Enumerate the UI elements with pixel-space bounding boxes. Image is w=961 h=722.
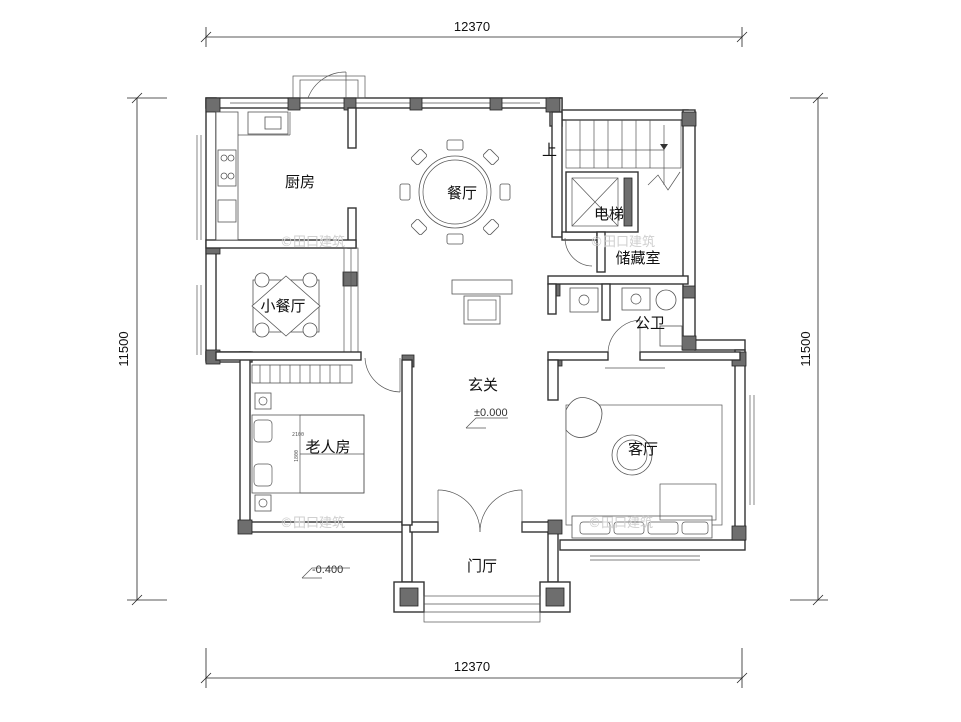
dimension-left: 11500 [116, 92, 167, 606]
room-label-storage: 储藏室 [615, 249, 660, 267]
room-labels: 厨房 餐厅 电梯 储藏室 小餐厅 公卫 玄关 老人房 客厅 门厅 [260, 173, 665, 575]
bed-length-label: 1800 [294, 450, 300, 462]
level-main-text: ±0.000 [474, 407, 508, 419]
level-marker-entry: -0.400 [301, 564, 350, 579]
living-room-furniture [565, 397, 723, 539]
room-label-elder-room: 老人房 [305, 438, 350, 456]
dimension-top-text: 12370 [454, 19, 490, 34]
bathroom-fixtures [569, 287, 683, 347]
room-label-living: 客厅 [628, 440, 658, 458]
dimension-bottom: 12370 [200, 648, 748, 688]
bed-width-label: 2100 [292, 432, 304, 438]
dimension-top: 12370 [200, 19, 748, 47]
doors [307, 71, 641, 533]
foyer-console [451, 279, 513, 325]
dining-table [399, 139, 511, 245]
watermark-1: ©田口建筑 [280, 234, 345, 250]
room-label-dining: 餐厅 [447, 184, 477, 202]
small-dining-table [251, 272, 321, 338]
room-label-bathroom: 公卫 [635, 314, 665, 332]
kitchen-fixtures [215, 111, 291, 241]
staircase: 上 [542, 119, 682, 191]
stair-up-label: 上 [542, 141, 557, 159]
dimension-left-text: 11500 [116, 331, 131, 366]
interior-walls [205, 107, 741, 526]
room-label-foyer: 玄关 [468, 376, 498, 394]
dining-chairs [399, 139, 511, 245]
level-entry-text: -0.400 [312, 564, 343, 576]
dimension-right-text: 11500 [798, 331, 813, 366]
watermarks: ©田口建筑 ©田口建筑 ©田口建筑 ©田口建筑 [280, 234, 655, 531]
room-label-small-dining: 小餐厅 [260, 297, 305, 315]
watermark-2: ©田口建筑 [590, 234, 655, 250]
dimension-bottom-text: 12370 [454, 659, 490, 674]
room-label-elevator: 电梯 [594, 205, 624, 223]
level-marker-main: ±0.000 [465, 407, 508, 429]
room-label-kitchen: 厨房 [285, 173, 315, 191]
room-label-entrance: 门厅 [467, 557, 497, 575]
dimension-right: 11500 [790, 92, 828, 606]
watermark-3: ©田口建筑 [280, 515, 345, 531]
exterior-walls [196, 75, 755, 583]
watermark-4: ©田口建筑 [588, 515, 653, 531]
entrance-porch [393, 581, 571, 623]
elder-room-furniture: 2100 1800 [251, 364, 365, 512]
